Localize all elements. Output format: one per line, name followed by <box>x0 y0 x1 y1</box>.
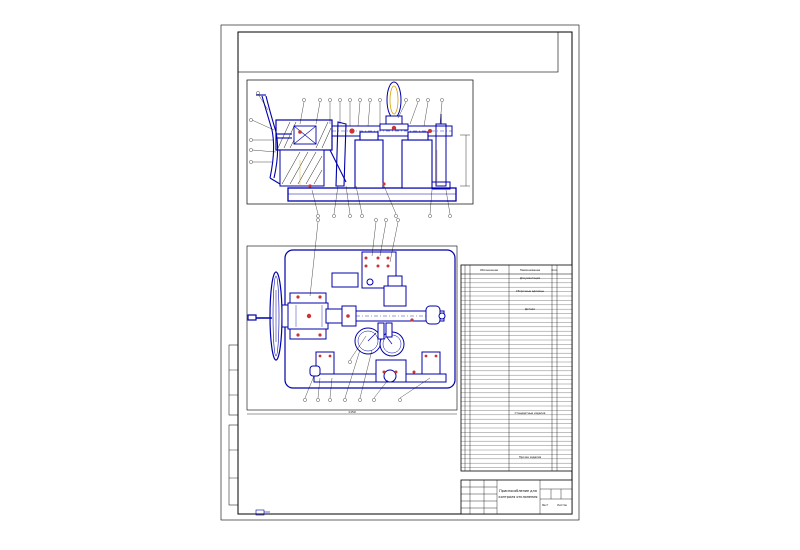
part-balloon <box>338 98 342 102</box>
part-balloon <box>303 398 307 402</box>
part-balloon <box>440 98 444 102</box>
plan-view-frame <box>246 245 458 411</box>
part-balloon <box>394 214 398 218</box>
front-view-leaders <box>251 93 451 215</box>
left-stamp-upper <box>228 344 239 416</box>
spec-header-qty: Кол. <box>552 268 558 272</box>
part-balloon <box>343 398 347 402</box>
part-balloon <box>318 98 322 102</box>
part-balloon <box>348 360 352 364</box>
part-balloon <box>302 98 306 102</box>
lever-arm <box>329 121 347 187</box>
drawing-name-line2: контроля отклонения <box>499 495 538 499</box>
part-balloon <box>249 148 253 152</box>
clamp-icon <box>379 81 409 131</box>
front-view <box>246 79 474 215</box>
plan-view: 1150 <box>246 221 458 415</box>
plan-view-leaders <box>304 221 431 399</box>
part-balloon <box>358 98 362 102</box>
clamp-block-top <box>331 251 407 307</box>
spec-section-docs: Документация <box>520 276 541 280</box>
part-balloon <box>348 98 352 102</box>
spec-section-assembly: Сборочные единицы <box>516 289 544 293</box>
spec-header-designation: Обозначение <box>480 268 498 272</box>
part-balloon <box>374 218 378 222</box>
part-balloon <box>416 98 420 102</box>
part-balloon <box>428 214 432 218</box>
front-view-dims <box>299 134 470 187</box>
spec-section-other: Прочие изделия <box>519 455 542 459</box>
spec-rows <box>461 278 572 468</box>
spec-table-border <box>460 264 573 472</box>
title-block-border <box>460 479 573 515</box>
right-block <box>425 305 446 325</box>
part-balloon <box>398 398 402 402</box>
part-balloon <box>368 98 372 102</box>
support-columns <box>354 131 433 189</box>
carriage-rail <box>309 351 447 383</box>
title-block: Приспособление для контроля отклонения Л… <box>460 479 573 515</box>
handwheel-icon <box>247 271 283 361</box>
dial-indicator-icon <box>354 322 405 357</box>
headstock-housing <box>275 119 333 187</box>
part-balloon <box>249 138 253 142</box>
top-left-stamp-box <box>237 31 559 73</box>
headstock-plan <box>281 292 329 340</box>
part-balloon <box>332 214 336 218</box>
part-balloon <box>316 214 320 218</box>
part-balloon <box>360 214 364 218</box>
sheet-label: Лист <box>542 503 549 507</box>
part-balloon <box>249 118 253 122</box>
part-balloon <box>328 98 332 102</box>
bolt-icon <box>298 125 432 188</box>
drawing-name-line1: Приспособление для <box>499 489 536 493</box>
bolt-icon <box>296 256 438 374</box>
overall-width-dim: 1150 <box>348 410 356 414</box>
part-balloon <box>378 98 382 102</box>
left-stamp-lower <box>228 424 239 506</box>
spec-section-standard: Стандартные изделия <box>515 411 546 415</box>
part-balloon <box>396 218 400 222</box>
part-balloon <box>358 398 362 402</box>
corner-mark <box>255 509 270 516</box>
part-balloon <box>348 214 352 218</box>
part-balloon <box>384 218 388 222</box>
part-balloon <box>448 214 452 218</box>
part-balloon <box>328 398 332 402</box>
part-balloon <box>316 398 320 402</box>
spec-header-name: Наименование <box>520 268 541 272</box>
part-balloon <box>316 218 320 222</box>
part-balloon <box>404 98 408 102</box>
spec-section-parts: Детали <box>525 307 535 311</box>
dial-post <box>431 114 451 190</box>
part-balloon <box>372 398 376 402</box>
sheets-label: Листов <box>557 503 567 507</box>
part-balloon <box>256 91 260 95</box>
specification-table: Обозначение Наименование Кол. Документац… <box>460 264 573 472</box>
part-balloon <box>426 98 430 102</box>
part-balloon <box>249 160 253 164</box>
outer-border <box>220 24 580 521</box>
